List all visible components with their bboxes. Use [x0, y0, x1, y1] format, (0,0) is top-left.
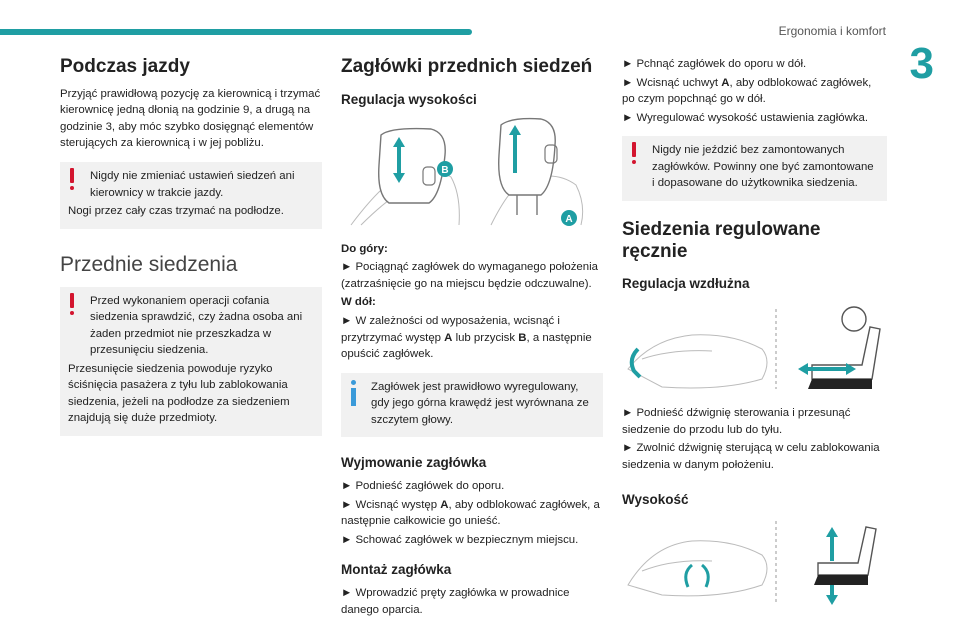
warning-text: Przesunięcie siedzenia powoduje ryzyko ś… — [68, 362, 290, 425]
mounting-step: ► Wcisnąć uchwyt A, aby odblokować zagłó… — [622, 76, 872, 106]
headrest-height-illustration: B A — [350, 117, 584, 226]
down-label: W dół: — [341, 296, 376, 309]
info-text: Zagłówek jest prawidłowo wyregulowany, g… — [371, 380, 589, 426]
warning-text: Nigdy nie zmieniać ustawień siedzeń ani … — [90, 169, 295, 199]
subtitle-height-adjust: Regulacja wysokości — [341, 91, 477, 107]
removal-step: ► Schować zagłówek w bezpiecznym miejscu… — [341, 533, 579, 546]
section-title-front-seats: Przednie siedzenia — [60, 252, 238, 276]
warning-icon — [628, 142, 640, 166]
warning-text: Przed wykonaniem operacji cofania siedze… — [90, 294, 303, 357]
info-box-headrest: Zagłówek jest prawidłowo wyregulowany, g… — [341, 372, 603, 438]
warning-text: Nigdy nie jeździć bez zamontowanych zagł… — [652, 144, 874, 190]
subtitle-mounting: Montaż zagłówka — [341, 562, 452, 578]
column-3: ► Pchnąć zagłówek do oporu w dół. ► Wcis… — [622, 56, 887, 607]
down-instruction: ► W zależności od wyposażenia, wcisnąć i… — [341, 314, 592, 361]
subtitle-removal: Wyjmowanie zagłówka — [341, 455, 487, 471]
running-header: Ergonomia i komfort — [778, 24, 886, 38]
warning-box-seats: Przed wykonaniem operacji cofania siedze… — [60, 286, 322, 436]
warning-icon — [66, 167, 78, 192]
removal-step: ► Podnieść zagłówek do oporu. — [341, 480, 505, 493]
chapter-number: 3 — [909, 39, 934, 88]
subtitle-longitudinal: Regulacja wzdłużna — [622, 276, 750, 292]
warning-text: Nogi przez cały czas trzymać na podłodze… — [68, 205, 284, 218]
column-2: Zagłówki przednich siedzeń Regulacja wys… — [341, 56, 603, 620]
warning-box-headrests: Nigdy nie jeździć bez zamontowanych zagł… — [622, 136, 887, 201]
driving-paragraph: Przyjąć prawidłową pozycję za kierownicą… — [60, 87, 321, 150]
header-accent-bar — [0, 29, 472, 35]
callout-a: A — [565, 214, 572, 225]
section-title-headrests: Zagłówki przednich siedzeń — [341, 56, 593, 77]
warning-icon — [66, 292, 78, 317]
section-title-driving: Podczas jazdy — [60, 56, 190, 77]
longitudinal-step: ► Podnieść dźwignię sterowania i przesun… — [622, 407, 851, 436]
column-1: Podczas jazdy Przyjąć prawidłową pozycję… — [60, 56, 322, 448]
info-icon — [349, 379, 359, 406]
longitudinal-adjust-illustration — [627, 306, 881, 390]
mounting-step: ► Wprowadzić pręty zagłówka w prowadnice… — [341, 587, 570, 616]
removal-step: ► Wcisnąć występ A, aby odblokować zagłó… — [341, 498, 600, 528]
mounting-step: ► Pchnąć zagłówek do oporu w dół. — [622, 58, 807, 70]
mounting-step: ► Wyregulować wysokość ustawienia zagłów… — [622, 111, 869, 124]
section-title-manual-seats: Siedzenia regulowane ręcznie — [622, 218, 821, 262]
height-adjust-illustration — [627, 520, 877, 605]
up-instruction: ► Pociągnąć zagłówek do wymaganego położ… — [341, 261, 598, 290]
longitudinal-step: ► Zwolnić dźwignię sterującą w celu zabl… — [622, 442, 880, 471]
warning-box-driving: Nigdy nie zmieniać ustawień siedzeń ani … — [60, 161, 322, 229]
up-label: Do góry: — [341, 242, 388, 255]
subtitle-height: Wysokość — [622, 491, 689, 507]
callout-b: B — [441, 165, 448, 176]
